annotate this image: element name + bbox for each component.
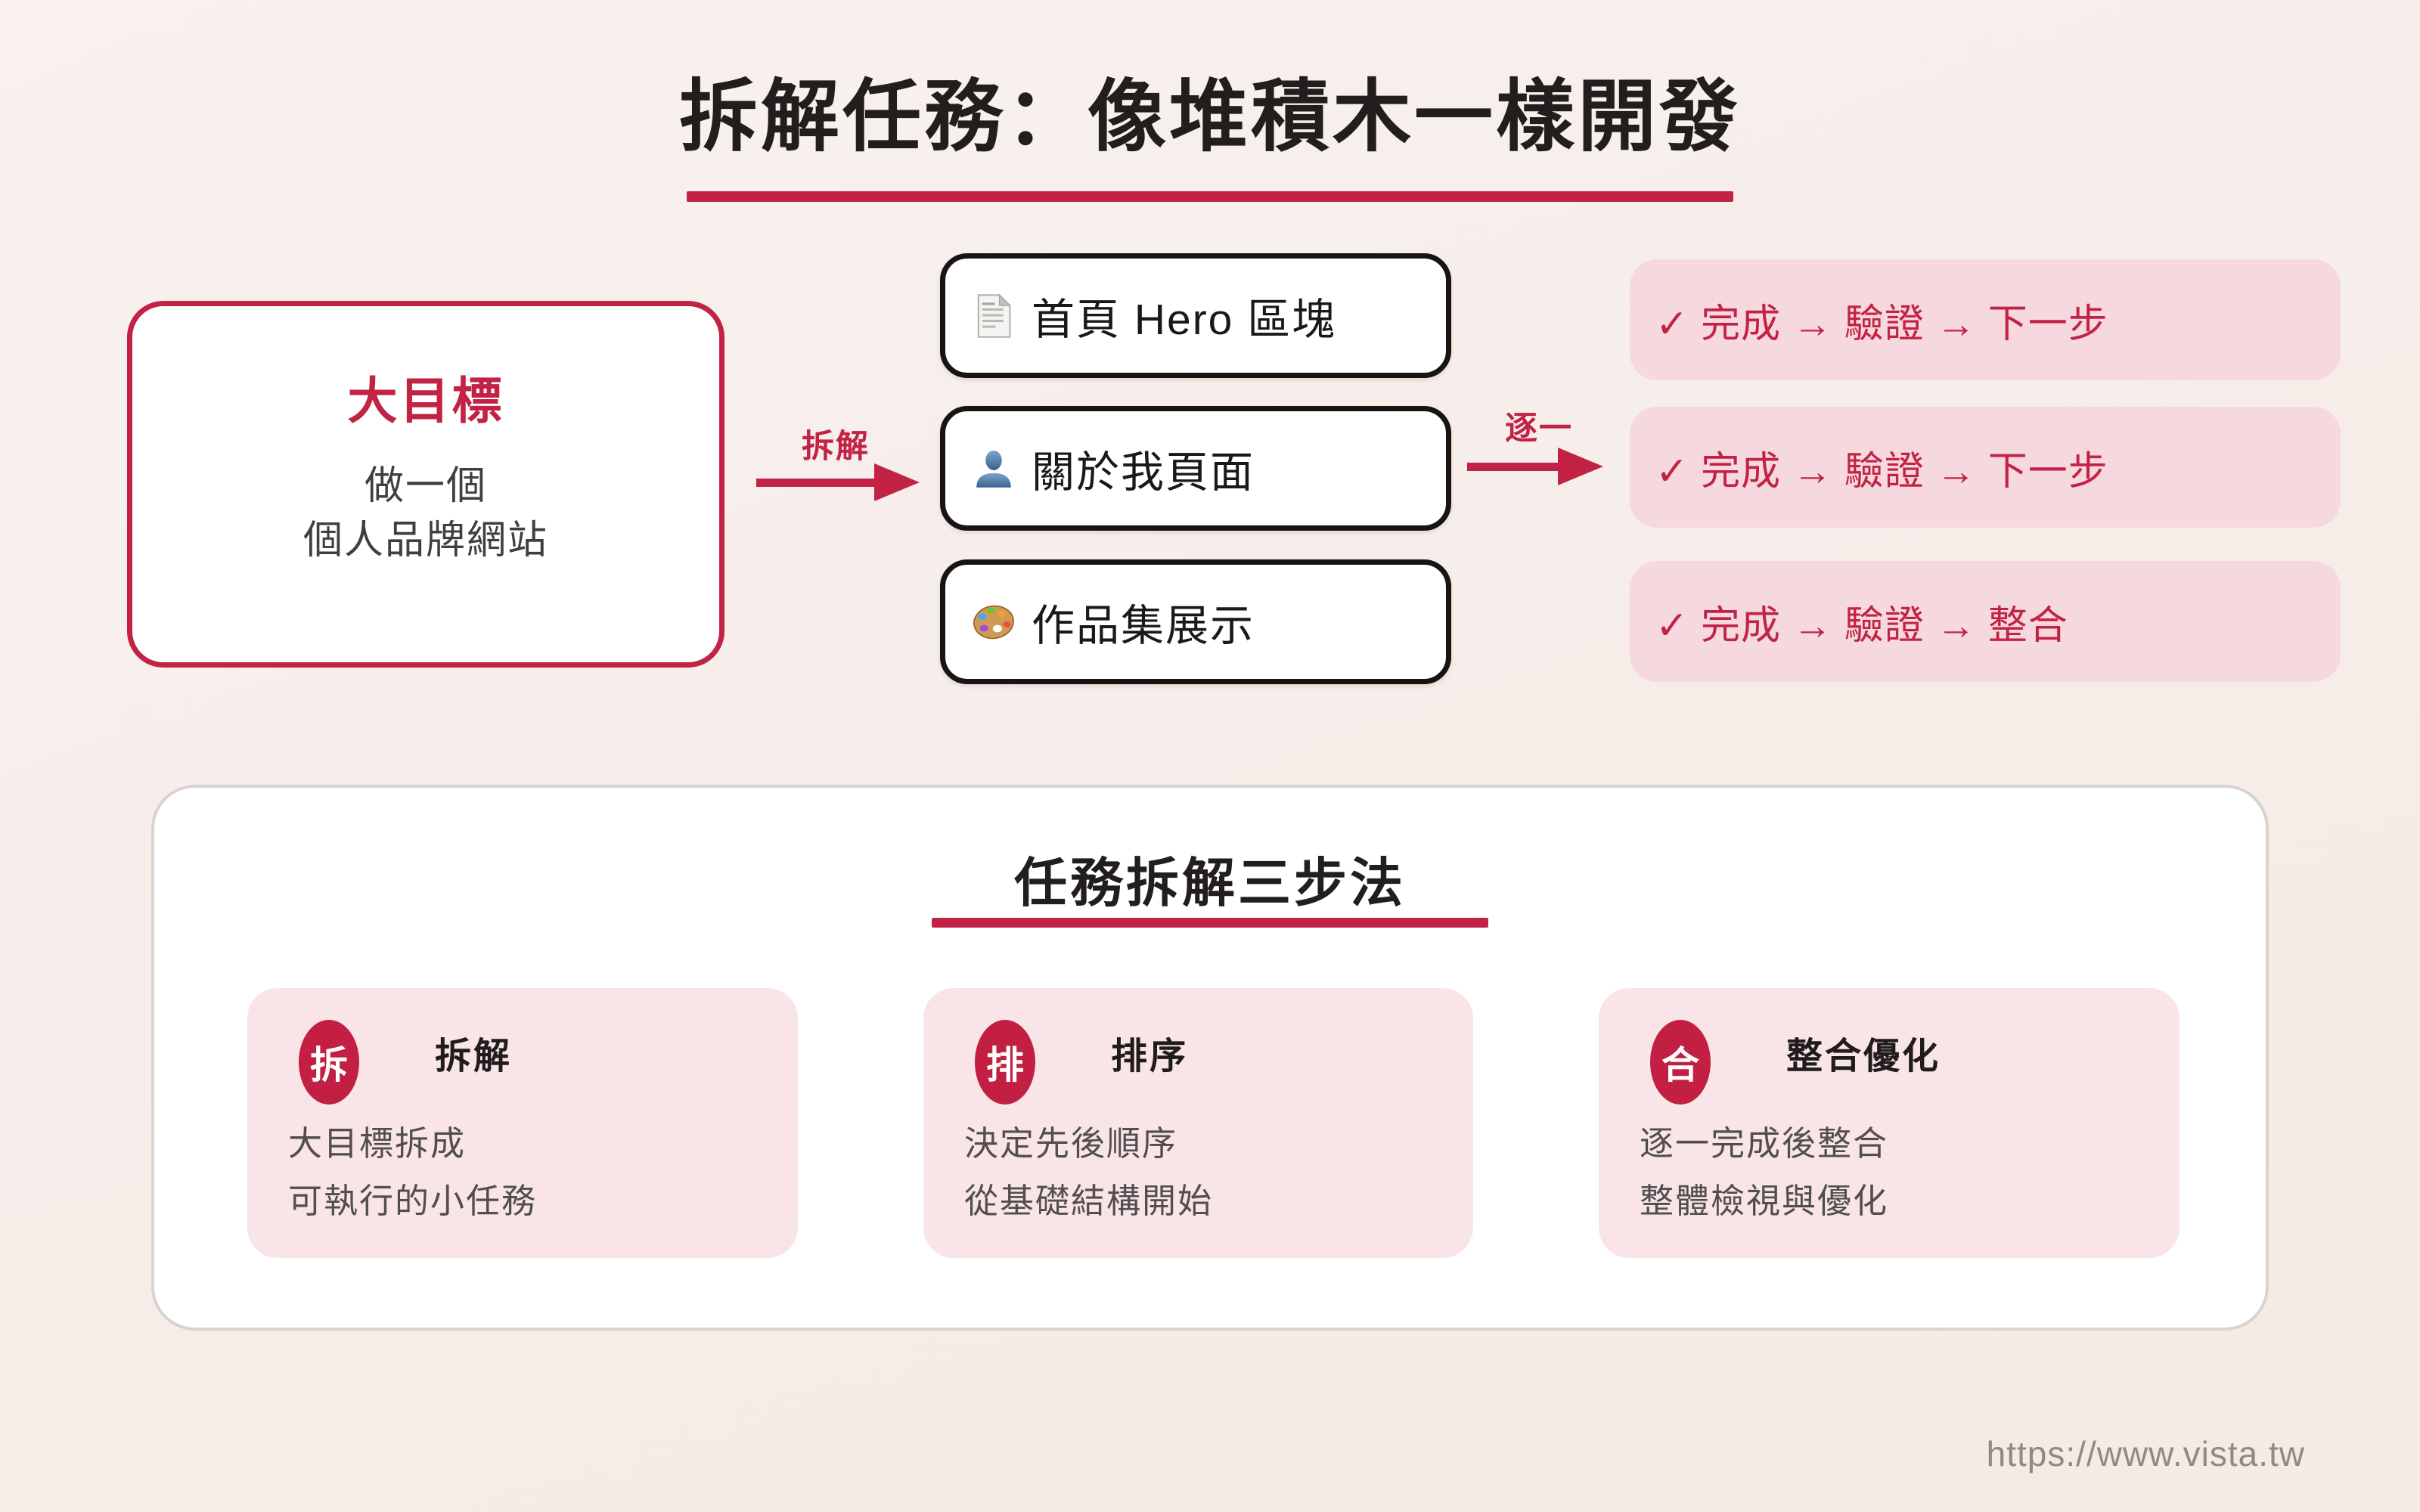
method-panel: 任務拆解三步法 拆 拆解 大目標拆成 可執行的小任務 排 排序 決定先後順序 從…	[151, 785, 2269, 1331]
task-label: 關於我頁面	[1032, 448, 1255, 497]
step-description-line2: 整體檢視與優化	[1640, 1182, 1889, 1220]
step-title: 拆解	[435, 1036, 513, 1077]
person-icon	[973, 447, 1015, 491]
task-box-hero: 首頁 Hero 區塊	[940, 253, 1451, 378]
task-label: 首頁 Hero 區塊	[1032, 295, 1337, 344]
goal-subtitle: 做一個 個人品牌網站	[132, 459, 719, 568]
decompose-arrow	[756, 479, 874, 487]
task-box-about: 關於我頁面	[940, 406, 1451, 531]
step-description-line1: 逐一完成後整合	[1640, 1124, 1889, 1163]
step-description: 逐一完成後整合 整體檢視與優化	[1640, 1115, 1888, 1230]
step-description-line2: 可執行的小任務	[288, 1182, 538, 1220]
step-description: 大目標拆成 可執行的小任務	[288, 1115, 537, 1230]
iterate-arrow	[1467, 463, 1558, 471]
step-badge: 合	[1650, 1020, 1711, 1105]
step-card-decompose: 拆 拆解 大目標拆成 可執行的小任務	[247, 988, 798, 1258]
result-box-1: ✓ 完成 → 驗證 → 下一步	[1630, 259, 2341, 380]
result-box-3: ✓ 完成 → 驗證 → 整合	[1630, 561, 2341, 682]
goal-box: 大目標 做一個 個人品牌網站	[127, 301, 724, 668]
task-label: 作品集展示	[1032, 601, 1255, 650]
step-card-integrate: 合 整合優化 逐一完成後整合 整體檢視與優化	[1599, 988, 2180, 1258]
goal-title: 大目標	[347, 373, 504, 429]
palette-icon	[973, 600, 1015, 644]
title-underline	[687, 191, 1733, 202]
iterate-arrow-label: 逐一	[1505, 411, 1573, 447]
result-box-2: ✓ 完成 → 驗證 → 下一步	[1630, 407, 2341, 528]
result-text: ✓ 完成 → 驗證 → 整合	[1655, 603, 2068, 648]
document-icon	[973, 293, 1015, 338]
task-box-portfolio: 作品集展示	[940, 559, 1451, 684]
step-badge: 排	[975, 1020, 1035, 1105]
step-badge: 拆	[299, 1020, 359, 1105]
result-text: ✓ 完成 → 驗證 → 下一步	[1655, 302, 2108, 346]
step-title: 整合優化	[1786, 1036, 1941, 1077]
step-description-line2: 從基礎結構開始	[964, 1182, 1214, 1220]
step-description-line1: 決定先後順序	[964, 1124, 1178, 1163]
decompose-arrow-head-icon	[874, 463, 920, 501]
method-title-underline	[932, 918, 1488, 928]
decompose-arrow-label: 拆解	[802, 429, 870, 465]
goal-subtitle-line2: 個人品牌網站	[302, 519, 548, 562]
step-description: 決定先後順序 從基礎結構開始	[964, 1115, 1213, 1230]
page-title: 拆解任務：像堆積木一樣開發	[678, 73, 1741, 161]
result-text: ✓ 完成 → 驗證 → 下一步	[1655, 449, 2108, 494]
method-title: 任務拆解三步法	[1014, 854, 1406, 912]
footer-url: https://www.vista.tw	[1986, 1434, 2305, 1473]
iterate-arrow-head-icon	[1558, 448, 1603, 485]
goal-subtitle-line1: 做一個	[364, 464, 487, 508]
step-card-order: 排 排序 決定先後順序 從基礎結構開始	[923, 988, 1473, 1258]
step-title: 排序	[1111, 1036, 1189, 1077]
step-description-line1: 大目標拆成	[288, 1124, 467, 1163]
